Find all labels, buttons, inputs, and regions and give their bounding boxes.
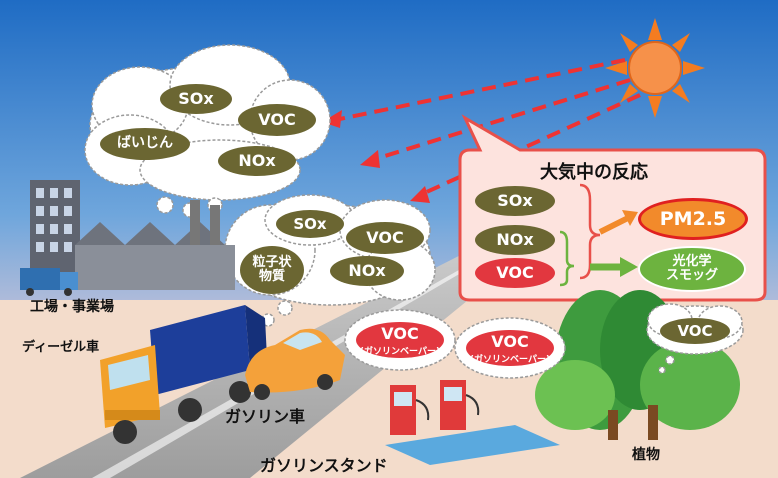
plant-voc-label: VOC [660, 318, 730, 344]
diesel-truck-illustration [100, 305, 268, 444]
top-cloud-voc: VOC [238, 104, 316, 136]
reaction-input-voc: VOC [475, 258, 555, 288]
reaction-output-smog: 光化学 スモッグ [638, 246, 746, 292]
trees-illustration [535, 290, 740, 440]
sunlight-rays [334, 58, 641, 197]
reaction-input-sox: SOx [475, 186, 555, 216]
gas-station-label: ガソリンスタンド [260, 456, 388, 475]
top-cloud-sox: SOx [160, 84, 232, 114]
factory-label: 工場・事業場 [30, 299, 114, 315]
vapor-voc-1-label: VOC [381, 323, 419, 343]
middle-cloud-particulate: 粒子状 物質 [240, 246, 304, 294]
middle-cloud-sox: SOx [276, 210, 344, 238]
reaction-panel-title: 大気中の反応 [540, 162, 648, 183]
top-cloud-dust: ばいじん [100, 128, 190, 160]
arrow-to-smog [590, 257, 638, 277]
middle-cloud-nox: NOx [330, 256, 404, 286]
diesel-label: ディーゼル車 [22, 340, 100, 355]
middle-cloud-voc: VOC [346, 222, 424, 254]
vapor-voc-2: VOC (ガソリンベーパー) [466, 330, 554, 366]
vapor-voc-1: VOC (ガソリンベーパー) [356, 322, 444, 358]
gasoline-car-illustration [245, 328, 345, 400]
gasoline-car-label: ガソリン車 [225, 407, 306, 426]
top-cloud-nox: NOx [218, 146, 296, 176]
vapor-voc-2-sub: (ガソリンベーパー) [469, 354, 551, 365]
arrow-to-pm [598, 210, 638, 235]
vapor-voc-1-sub: (ガソリンベーパー) [359, 346, 441, 357]
reaction-output-pm25: PM2.5 [638, 198, 748, 240]
factory-illustration [20, 180, 235, 296]
vapor-voc-2-label: VOC [491, 331, 529, 351]
gas-station-illustration [385, 380, 560, 465]
plants-label: 植物 [632, 447, 660, 463]
reaction-input-nox: NOx [475, 225, 555, 255]
sun-icon [605, 18, 705, 118]
